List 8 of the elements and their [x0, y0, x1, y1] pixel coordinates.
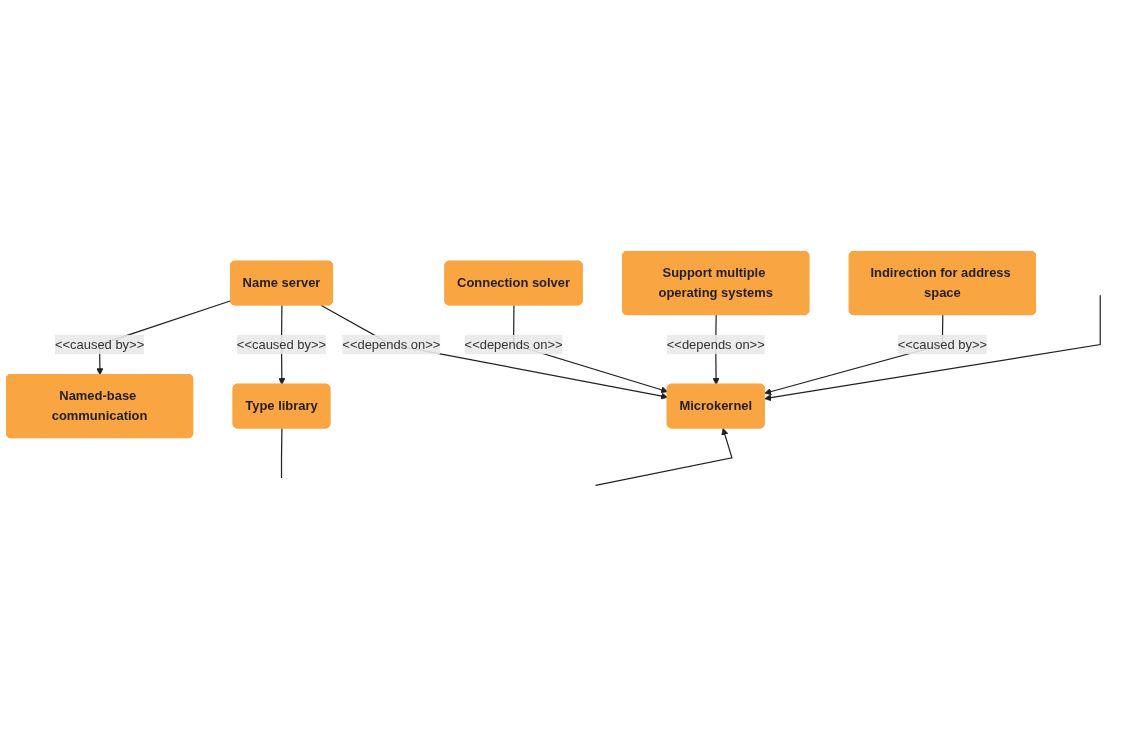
edge-label: <<depends on>> — [464, 337, 563, 352]
edge-label: <<depends on>> — [342, 337, 441, 352]
edge-label: <<caused by>> — [54, 337, 145, 352]
edge-label: <<depends on>> — [666, 337, 765, 352]
edge-label: <<caused by>> — [236, 337, 327, 352]
edge-label: <<caused by>> — [897, 337, 988, 352]
arrow — [595, 428, 733, 487]
connector — [280, 427, 283, 479]
